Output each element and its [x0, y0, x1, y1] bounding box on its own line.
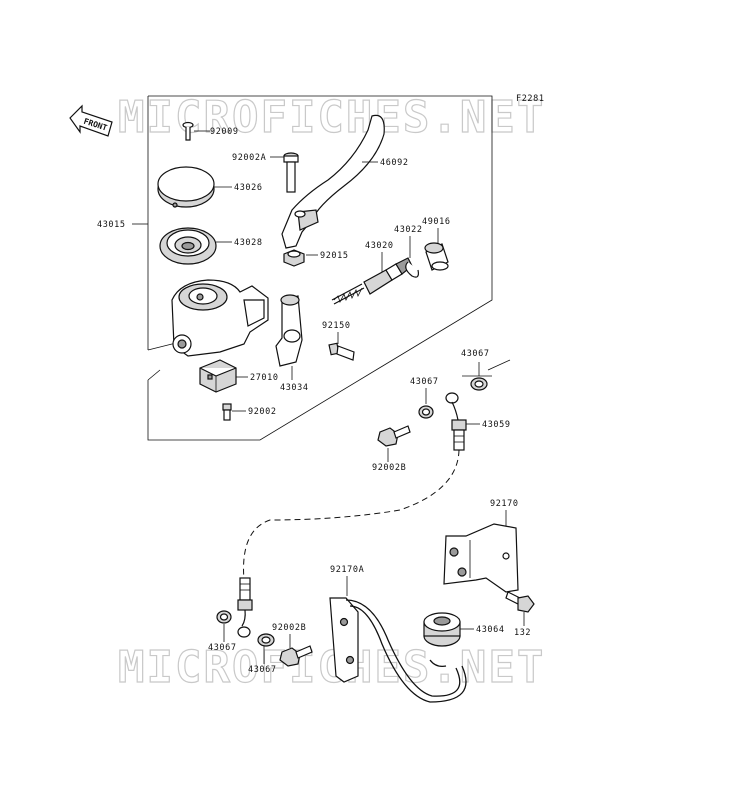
watermark-top: MICROFICHES.NET	[118, 92, 545, 143]
label-92002B-a: 92002B	[372, 463, 406, 473]
label-43067-d: 43067	[248, 665, 277, 675]
label-43067-b: 43067	[410, 377, 439, 387]
grommet-43064	[423, 612, 461, 647]
washer-43067-b	[418, 405, 434, 419]
diaphragm-43028	[159, 227, 217, 265]
label-92009: 92009	[210, 127, 239, 137]
label-43064: 43064	[476, 625, 505, 635]
label-132: 132	[514, 628, 531, 638]
label-43028: 43028	[234, 238, 263, 248]
brake-switch-27010	[199, 359, 237, 393]
label-92015: 92015	[320, 251, 349, 261]
label-46092: 46092	[380, 158, 409, 168]
label-27010: 27010	[250, 373, 279, 383]
circlip-43022	[405, 261, 419, 278]
clamp-43034	[275, 294, 303, 367]
hose-fitting-43059-upper	[445, 392, 467, 451]
bolt-92002B-b	[279, 645, 313, 667]
bolt-92002B-a	[377, 425, 411, 447]
label-43022: 43022	[394, 225, 423, 235]
label-92170: 92170	[490, 499, 519, 509]
screw-92002	[222, 403, 232, 421]
watermark-bottom: MICROFICHES.NET	[118, 642, 545, 693]
label-49016: 49016	[422, 217, 451, 227]
brake-hose-43059	[243, 449, 460, 581]
pivot-bolt-92002A	[283, 152, 299, 193]
hose-fitting-43059-lower	[237, 577, 253, 638]
label-92002A: 92002A	[232, 153, 266, 163]
label-43067-c: 43067	[208, 643, 237, 653]
bolt-132	[505, 591, 535, 613]
screw-92009	[182, 121, 194, 141]
boot-49016	[424, 242, 449, 271]
label-92002B-b: 92002B	[272, 623, 306, 633]
label-92002: 92002	[248, 407, 277, 417]
washer-43067-c	[216, 610, 232, 624]
label-43059: 43059	[482, 420, 511, 430]
reservoir-cap-43026	[157, 166, 215, 208]
label-43020: 43020	[365, 241, 394, 251]
label-92150: 92150	[322, 321, 351, 331]
front-arrow-icon: FRONT	[69, 104, 113, 137]
washer-43067-a	[470, 377, 488, 391]
master-cylinder-body	[171, 279, 269, 357]
bracket-92170A	[329, 597, 467, 703]
piston-kit-43020	[331, 257, 413, 305]
diagram-code: F2281	[516, 94, 545, 104]
washer-43067-d	[257, 633, 275, 647]
label-43067-a: 43067	[461, 349, 490, 359]
bolt-92150	[328, 342, 355, 361]
brake-lever-46092	[281, 114, 385, 249]
label-43034: 43034	[280, 383, 309, 393]
label-92170A: 92170A	[330, 565, 364, 575]
nut-92015	[283, 249, 305, 267]
assembly-frame	[147, 95, 493, 441]
label-43026: 43026	[234, 183, 263, 193]
label-43015: 43015	[97, 220, 126, 230]
bracket-92170	[443, 523, 519, 593]
